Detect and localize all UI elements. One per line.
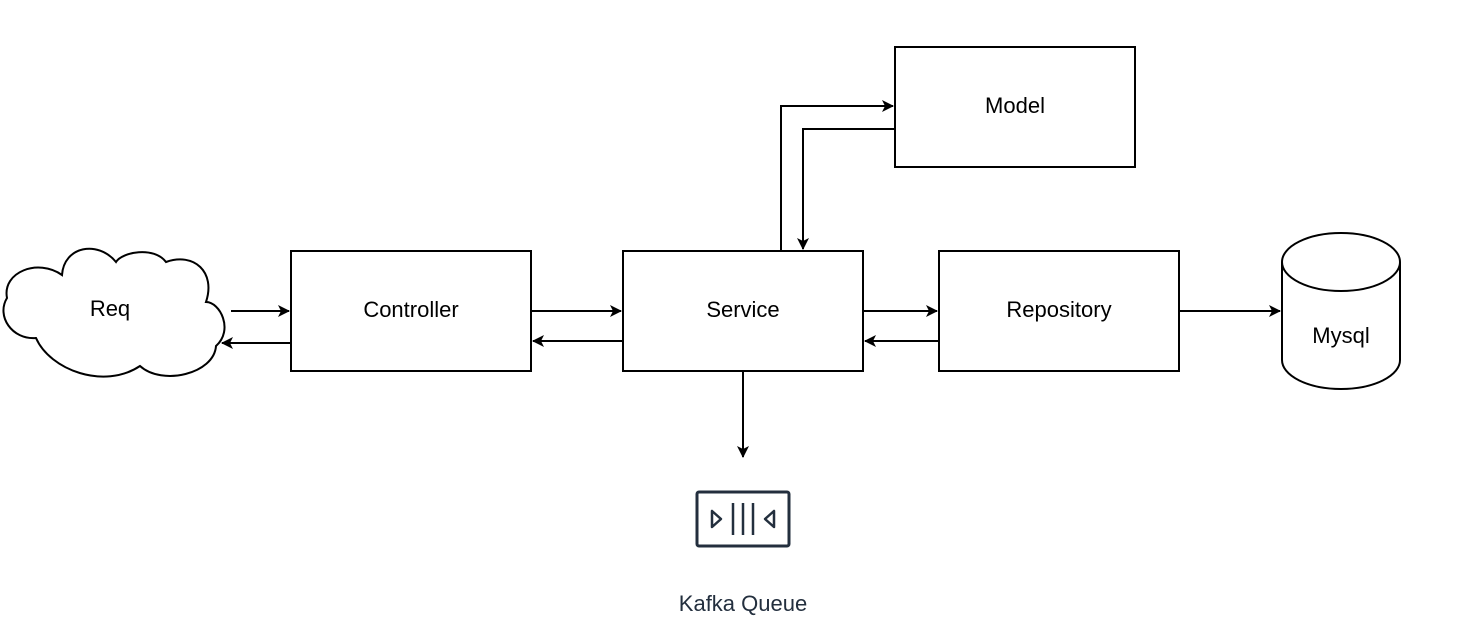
- req-label: Req: [90, 296, 130, 321]
- repository-box: [938, 250, 1180, 372]
- mysql-label: Mysql: [1312, 323, 1369, 348]
- kafka-node[interactable]: Kafka Queue: [679, 490, 807, 616]
- kafka-queue-icon: [695, 490, 791, 548]
- controller-node[interactable]: Controller: [290, 250, 532, 372]
- mysql-cylinder-body: [1281, 262, 1401, 390]
- repository-node[interactable]: Repository: [938, 250, 1180, 372]
- kafka-label: Kafka Queue: [679, 591, 807, 616]
- model-box: [894, 46, 1136, 168]
- service-node[interactable]: Service: [622, 250, 864, 372]
- req-node[interactable]: Req: [2, 247, 226, 378]
- repository-label: Repository: [1006, 297, 1111, 322]
- model-label: Model: [985, 93, 1045, 118]
- service-label: Service: [706, 297, 779, 322]
- controller-box: [290, 250, 532, 372]
- req-cloud-shape: [2, 247, 226, 378]
- mysql-cylinder-top: [1281, 232, 1401, 292]
- controller-label: Controller: [363, 297, 458, 322]
- mysql-node[interactable]: Mysql: [1281, 232, 1401, 390]
- edge-model-to-service: [797, 128, 895, 250]
- model-node[interactable]: Model: [894, 46, 1136, 168]
- edge-service-to-model: [780, 100, 894, 251]
